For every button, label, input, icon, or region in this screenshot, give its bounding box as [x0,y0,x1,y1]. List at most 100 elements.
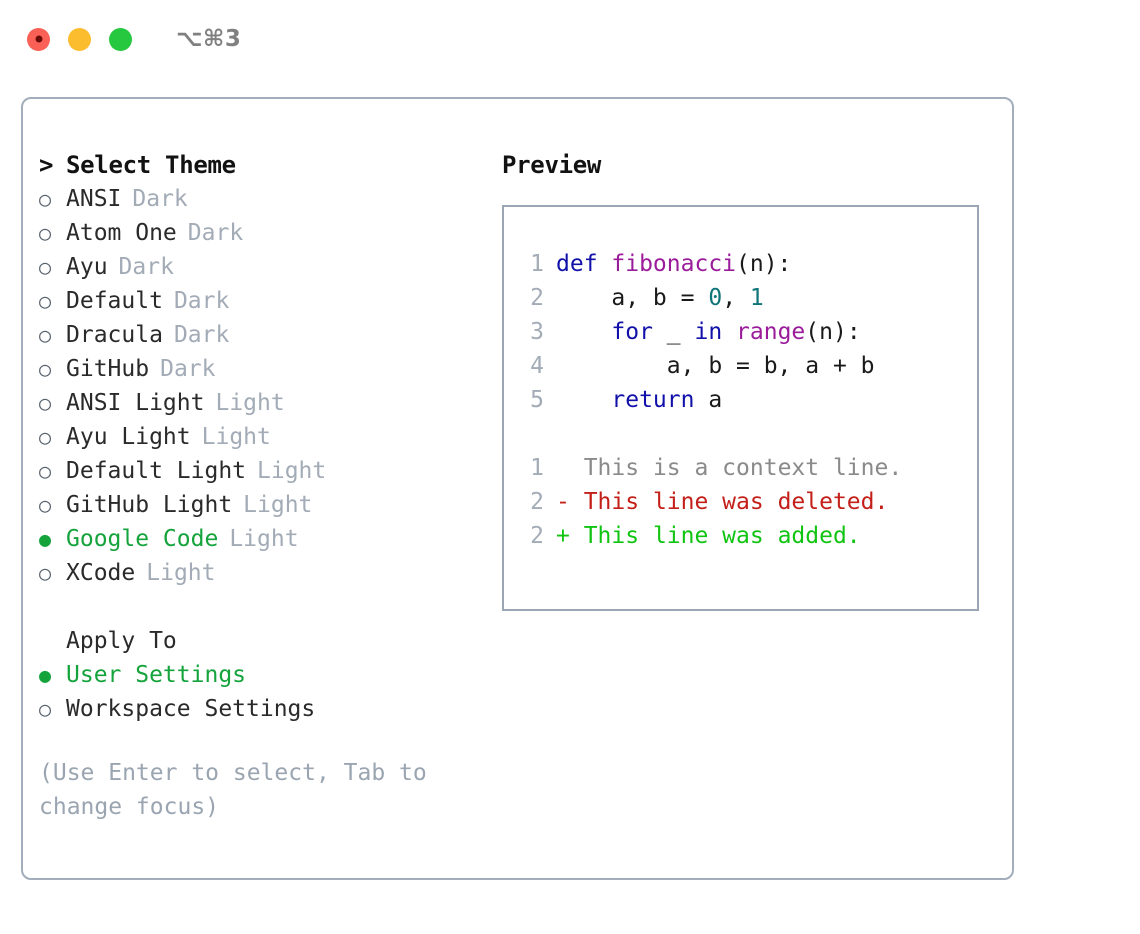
code-token-plain: a, b = b, a + b [556,353,875,379]
page-title-label: Select Theme [66,151,236,179]
code-token-plain: (n): [805,319,861,345]
diff-sample: 1 This is a context line. 2- This line wa… [518,451,977,553]
code-token-kw: in [694,319,723,345]
theme-option-label: Dracula [66,322,163,348]
diff-marker: - [556,489,570,515]
diff-line-number: 1 [530,455,544,481]
code-line: 1 def fibonacci(n): [518,247,977,281]
code-token-kw: for [611,319,653,345]
code-token-num: 0 [708,285,723,311]
radio-unselected-icon: ○ [39,289,52,313]
code-line-number: 1 [530,251,544,277]
code-token-plain: _ [652,319,695,345]
code-line-number: 2 [530,285,544,311]
page-title: >Select Theme [39,148,493,182]
radio-unselected-icon: ○ [39,391,52,415]
diff-line-text: This line was added. [569,523,861,549]
traffic-light-group [27,27,132,51]
code-line: 3 for _ in range(n): [518,315,977,349]
title-bar: ⌥⌘3 [0,0,1140,78]
theme-option-label: ANSI [66,186,122,212]
theme-option-label: ANSI Light [66,390,205,416]
radio-unselected-icon: ○ [39,357,52,381]
theme-option-variant: Dark [132,186,188,212]
close-window-button[interactable] [27,27,50,51]
code-token-fn: fibonacci [611,251,737,277]
code-token-plain: (n): [736,251,792,277]
code-line: 5 return a [518,383,977,417]
diff-line-text: This line was deleted. [569,489,889,515]
code-line-text: return a [556,383,722,417]
theme-option-variant: Light [201,424,271,450]
radio-unselected-icon: ○ [39,323,52,347]
theme-option-variant: Light [229,526,299,552]
radio-selected-icon: ● [39,527,52,551]
theme-option-variant: Dark [160,356,216,382]
code-token-plain: a, b = [556,285,709,311]
code-line-text: for _ in range(n): [556,315,861,349]
radio-unselected-icon: ○ [39,255,52,279]
apply-to-heading: Apply To [66,628,177,654]
radio-unselected-icon: ○ [39,459,52,483]
radio-unselected-icon: ○ [39,221,52,245]
theme-option-atom-one[interactable]: ○ Atom One Dark [39,216,493,250]
theme-option-label: Google Code [66,526,219,552]
theme-option-label: GitHub [66,356,150,382]
theme-option-variant: Light [146,560,216,586]
code-line-text: def fibonacci(n): [556,247,791,281]
code-line-number: 3 [530,319,544,345]
theme-option-variant: Light [257,458,327,484]
theme-option-github[interactable]: ○ GitHub Dark [39,352,493,386]
theme-option-label: XCode [66,560,136,586]
radio-selected-icon: ● [39,663,52,687]
radio-unselected-icon: ○ [39,493,52,517]
theme-option-xcode[interactable]: ○ XCode Light [39,556,493,590]
minimize-window-button[interactable] [68,27,91,51]
theme-option-ansi-light[interactable]: ○ ANSI Light Light [39,386,493,420]
diff-line-text: This is a context line. [569,455,903,481]
radio-unselected-icon: ○ [39,697,52,721]
code-line: 2 a, b = 0, 1 [518,281,977,315]
section-spacer [39,590,493,624]
theme-option-variant: Dark [187,220,244,246]
theme-option-label: Atom One [66,220,177,246]
code-token-plain: , [722,285,750,311]
code-token-num: 1 [749,285,764,311]
theme-option-google-code[interactable]: ● Google Code Light [39,522,493,556]
theme-option-variant: Dark [173,288,230,314]
code-token-plain [556,319,611,345]
diff-line-number: 2 [530,523,544,549]
diff-marker [556,451,570,485]
apply-to-option-user-settings[interactable]: ●User Settings [39,658,493,692]
code-token-plain: a [694,387,723,413]
diff-line-number: 2 [530,489,544,515]
theme-option-variant: Light [215,390,285,416]
code-token-fn: range [736,319,806,345]
diff-line-ctx: 1 This is a context line. [518,451,977,485]
code-line-number: 5 [530,387,544,413]
diff-marker: + [556,523,570,549]
radio-unselected-icon: ○ [39,561,52,585]
code-token-kw: def [556,251,612,277]
code-line-text: a, b = 0, 1 [556,281,764,315]
code-line-number: 4 [530,353,544,379]
theme-option-label: GitHub Light [66,492,233,518]
apply-to-option-label: Workspace Settings [66,696,316,722]
theme-option-variant: Dark [118,254,174,280]
theme-option-label: Ayu Light [66,424,191,450]
maximize-window-button[interactable] [109,27,132,51]
apply-to-option-workspace-settings[interactable]: ○ Workspace Settings [39,692,493,726]
